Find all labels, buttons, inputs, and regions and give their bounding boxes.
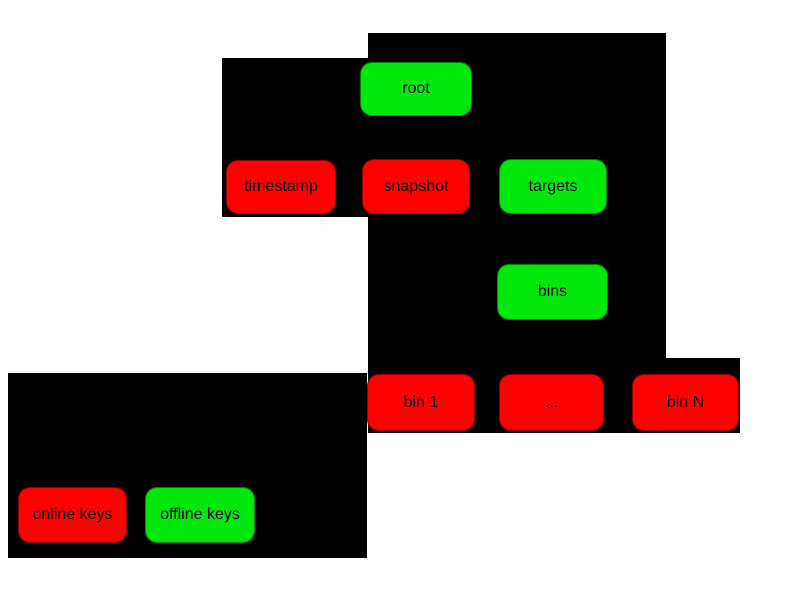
node-online-keys: online keys <box>18 487 127 543</box>
node-targets: targets <box>499 159 607 214</box>
node-label-bins: bins <box>537 283 568 300</box>
node-label-timestamp: timestamp <box>244 178 318 195</box>
node-bin-1: bin 1 <box>367 374 475 431</box>
node-label-root: root <box>402 80 430 97</box>
node-label-snapshot: snapshot <box>383 177 449 195</box>
node-label-bin-ellipsis: ... <box>544 393 559 411</box>
node-bins: bins <box>497 264 608 320</box>
node-root: root <box>360 62 472 116</box>
node-label-bin-1: bin 1 <box>403 393 439 411</box>
node-timestamp: timestamp <box>226 160 336 214</box>
node-bin-ellipsis: ... <box>499 374 604 431</box>
node-bin-n: bin N <box>632 374 739 431</box>
node-label-offline-keys: offline keys <box>160 506 240 523</box>
node-label-online-keys: online keys <box>32 506 113 523</box>
node-label-bin-n: bin N <box>666 393 705 411</box>
node-offline-keys: offline keys <box>145 487 255 543</box>
node-snapshot: snapshot <box>362 159 470 214</box>
node-label-targets: targets <box>528 177 578 195</box>
